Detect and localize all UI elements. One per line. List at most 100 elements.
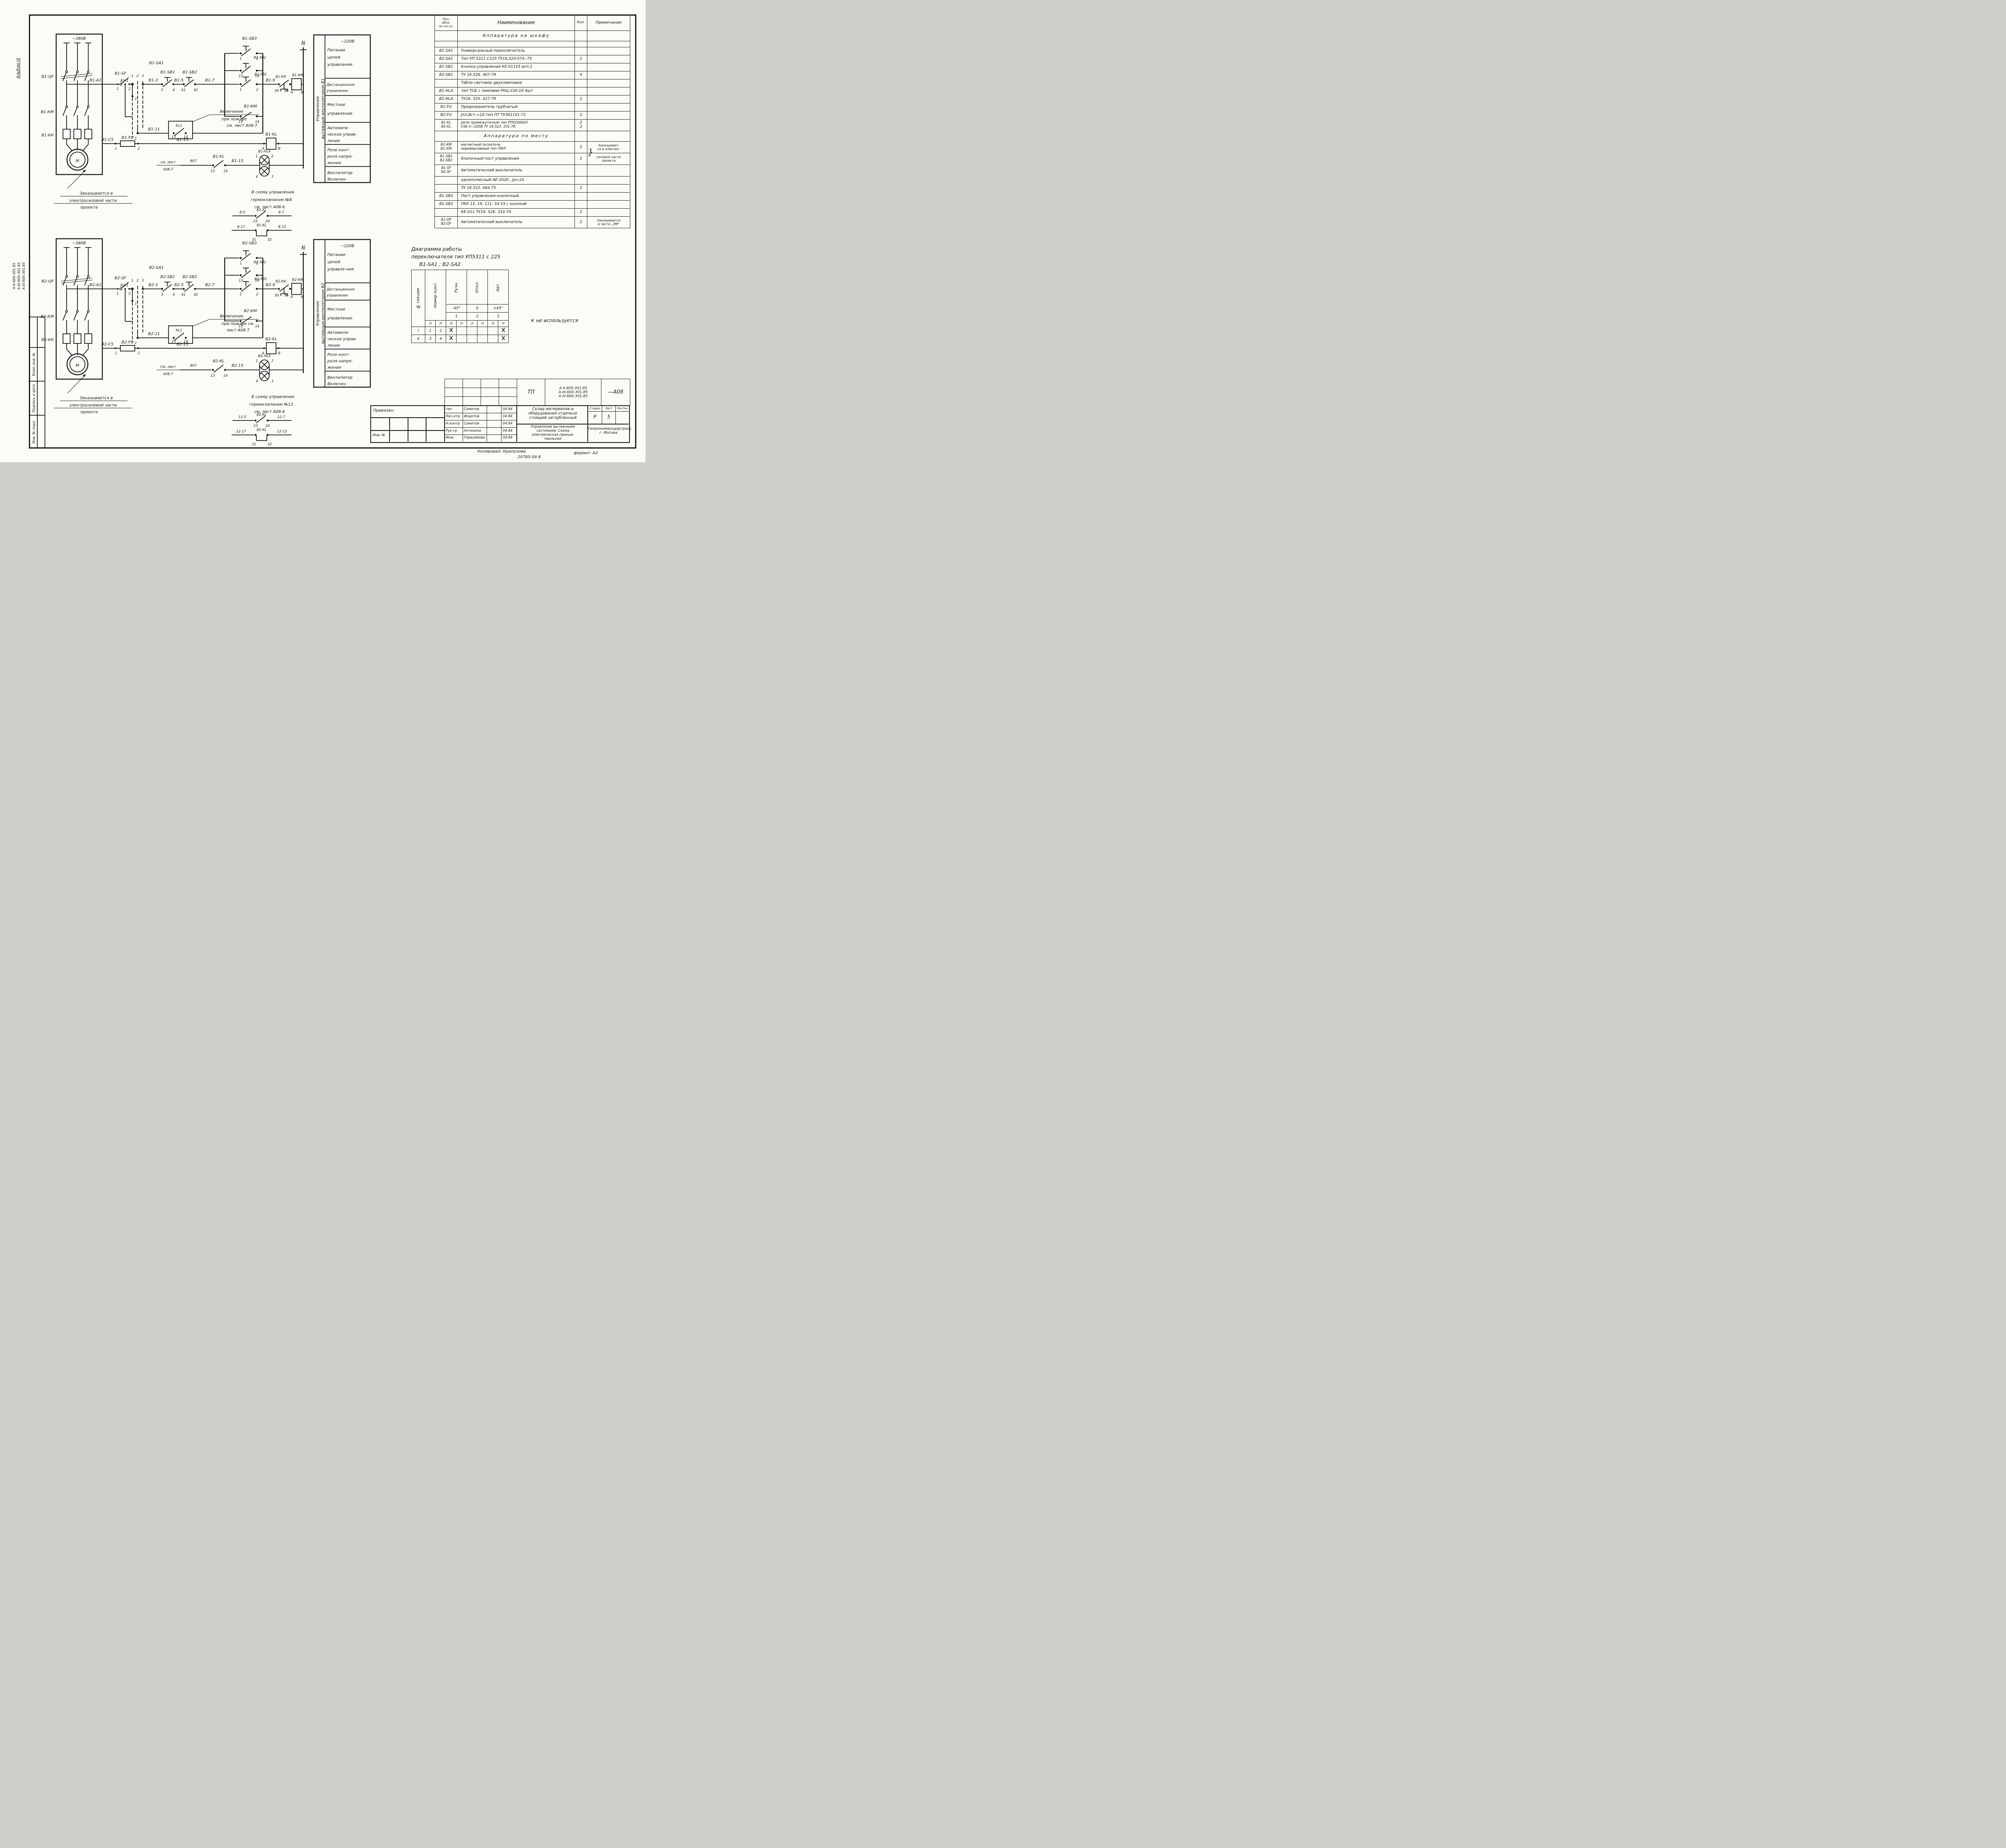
sf-label: В2-SF [115, 276, 126, 280]
panel-r3a: Местное [327, 103, 345, 107]
panel-r5c: жения [327, 366, 341, 370]
fire-note-1: Включение [220, 110, 244, 114]
comp-header-name: Наименование [457, 14, 575, 31]
wire-3: В1-3 [148, 78, 158, 83]
km-coil-pin-a: А [290, 91, 293, 95]
fu-label: В1-FU [122, 136, 134, 140]
sb1n-pin-b: 2 [256, 88, 258, 92]
angle-cell: 0 [467, 304, 488, 313]
tb-stage-h: Стадия [589, 407, 601, 410]
km-label: В2-КМ [41, 315, 54, 319]
tb-inv: Инв. № [373, 433, 386, 437]
valve-note-3: см. лист А08-6 [254, 410, 285, 414]
sa1-col1: 1 [131, 279, 133, 283]
wire-13: В1-13 [177, 138, 189, 142]
valve-r2-pin-b: 32 [268, 238, 272, 242]
wire-3: В2-3 [148, 283, 158, 287]
voltage-main-label: ~380В [72, 37, 86, 41]
sb1-pin-a: 3 [161, 88, 163, 92]
x-mark: ✕ [449, 335, 454, 343]
sa1-col2: 2 [136, 279, 138, 283]
panel-r1a: Питание [327, 48, 345, 53]
tb-name-3: Самитов [464, 422, 479, 426]
wire-5: В2-5 [174, 283, 183, 287]
tb-org: Гипрокоммундортранс г. Москва [588, 427, 632, 435]
km-coil-pin-b: В [301, 91, 303, 95]
sa1-col1: 1 [131, 74, 133, 78]
circuit-b1: ~380В В1-QF В1-КМ В1-КК М Заказывается в… [41, 33, 371, 242]
panel-r5a: Реле конт- [327, 353, 350, 357]
sb1n-label: В2-SB1 [255, 277, 267, 281]
tb-date-4: 04.84 [503, 429, 513, 433]
valve-note-2: гермоклапаном №12 [249, 402, 293, 407]
a1-pin: 1 [116, 87, 118, 91]
panel-r4a: Автомати- [327, 331, 349, 335]
qf-label: В2-QF [42, 279, 54, 284]
sb3-pin-a: 1 [240, 57, 242, 61]
hla-label: В1-HLA [258, 150, 270, 154]
kk-label: В2-КК [41, 338, 54, 342]
panel-vertical-2: вытяжным вентилятором В2 [321, 283, 325, 343]
valve-note-1: В схему управления [252, 395, 294, 399]
sa1-c2-pin: 2 [134, 341, 136, 345]
panel-r2a: Дистанционное [326, 288, 355, 292]
panel-r6a: Вентилятор [327, 171, 353, 175]
qf-label: В1-QF [42, 75, 54, 79]
tb-name-4: Антохина [464, 429, 481, 433]
kl-pin-b: В [278, 147, 280, 151]
panel-r3b: управление [327, 316, 353, 321]
footer-number: 20785-09 8 [518, 455, 541, 459]
x-mark: ✕ [501, 335, 506, 343]
valve-r2-right: 8-15 [278, 225, 286, 229]
hla-pin-4: 4 [256, 380, 258, 384]
sb2n-pin-b: 14 [255, 74, 260, 78]
panel-vertical-1: Управление [316, 301, 320, 326]
km-aux-label: В2-КМ [244, 309, 257, 313]
kl-coil-label: В2-KL [266, 337, 277, 341]
stamp-doc-1: А-II-600-301.85 [559, 386, 587, 390]
kl-contact-pin-a: 13 [211, 169, 215, 173]
valve-r2-kl: В1-KL [257, 223, 267, 227]
stamp-docs: А-II-600-301.85 А-III-600-301.85 А-IV-60… [545, 379, 601, 406]
switch-diagram-table: № секции Номер конт. Ручн. Откл. Авт. -4… [411, 270, 509, 343]
comp-section: Аппаратура на шкафу [457, 30, 575, 41]
sa1-label: В2-SA1 [149, 266, 164, 270]
tb-name-5: Герасимова [464, 436, 485, 440]
valve-r1-left: 12-5 [238, 415, 246, 419]
brace-glyph: } [588, 147, 593, 157]
tb-role-1: гип [446, 407, 452, 411]
panel-r1c: управления [327, 63, 352, 67]
valve-r2-pin-a: 31 [252, 238, 256, 242]
order-note-2: электросиловой части [69, 403, 117, 408]
fire-note-1: Включение [220, 314, 244, 319]
wire-13: В2-13 [177, 342, 189, 347]
fu-pin-2: 2 [138, 351, 140, 355]
sb2n-label: В1-SB2 [254, 56, 266, 60]
tb-privyazan: Привязан: [373, 408, 395, 413]
sb1-pin-b: 4 [173, 88, 175, 92]
kk-pin-95: 95 [275, 89, 279, 93]
panel-r5b: роля напря- [327, 154, 353, 159]
title-block: Привязан: Инв. № гип Самитов 04.84 Нач.о… [370, 405, 632, 443]
tb-role-2: Нач.отд [446, 414, 460, 418]
album-label: Альбом IX [16, 57, 20, 79]
panel-r6a: Вентилятор [327, 376, 353, 380]
valve-r1-pin-b: 24 [266, 219, 270, 223]
strip-label-2: Подпись и дата [32, 384, 36, 412]
panel-r5c: жения [327, 161, 341, 165]
kk-pin-96: 96 [284, 294, 289, 298]
sb1n-label: В1-SB1 [255, 73, 267, 77]
circuit-b2: ~380В В2-QF В2-КМ В2-КК М Заказывается в… [41, 238, 371, 447]
sa1-col3: 3 [142, 279, 144, 283]
wire-9: В1-9 [266, 78, 275, 83]
kl-contact-label: В2-KL [213, 359, 225, 364]
tb-sheets-h: Листов [617, 407, 628, 410]
wire-1: В1-1 [120, 79, 128, 83]
a1-pin: 1 [116, 292, 118, 296]
wire-15: В2-15 [231, 364, 244, 368]
